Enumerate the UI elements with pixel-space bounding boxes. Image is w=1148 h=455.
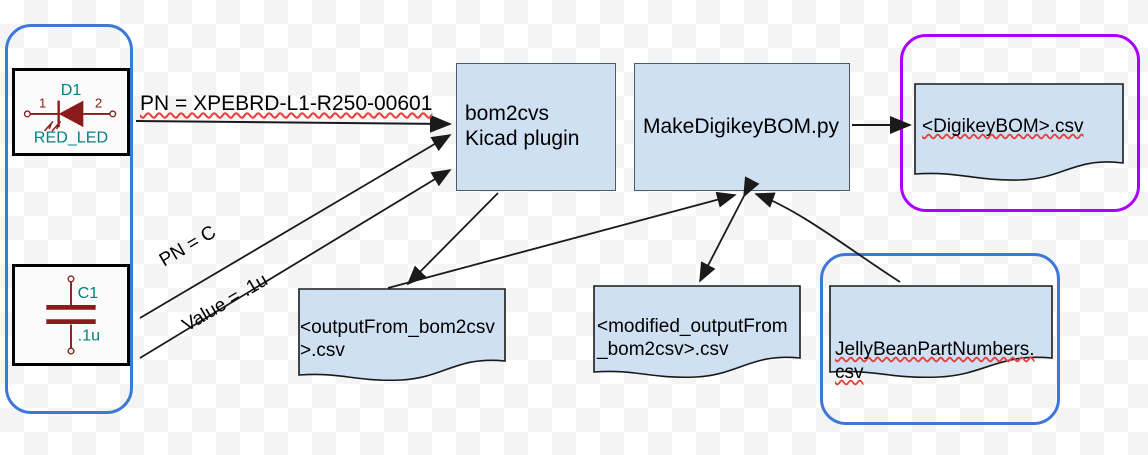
symbol-frame-c1[interactable]: C1 .1u bbox=[12, 264, 130, 366]
document-digikeybom[interactable]: <DigikeyBOM>.csv bbox=[914, 83, 1124, 181]
document-outputfrom-label: <outputFrom_bom2csv >.csv bbox=[300, 317, 495, 362]
edge-label-value-cap: Value = .1u bbox=[178, 269, 272, 337]
process-makedigikeybom-label: MakeDigikeyBOM.py bbox=[643, 114, 840, 138]
edge-d1-to-bom2cvs bbox=[135, 114, 452, 133]
process-bom2cvs-label: bom2cvs Kicad plugin bbox=[465, 102, 580, 150]
edge-makedigikeybom-modified bbox=[699, 176, 760, 283]
symbol-pin-2-d1: 2 bbox=[95, 95, 102, 110]
document-digikeybom-label: <DigikeyBOM>.csv bbox=[922, 116, 1084, 137]
document-shape-icon bbox=[914, 83, 1124, 181]
edge-label-pn-led: PN = XPEBRD-L1-R250-00601 bbox=[140, 92, 433, 115]
process-bom2cvs[interactable]: bom2cvs Kicad plugin bbox=[456, 63, 616, 191]
document-jellybean[interactable]: JellyBeanPartNumbers. csv bbox=[829, 285, 1053, 383]
symbol-value-c1: .1u bbox=[78, 327, 100, 345]
led-symbol-icon: D1 1 2 RED_LED bbox=[23, 81, 117, 146]
document-shape-icon bbox=[593, 285, 801, 379]
capacitor-symbol-icon: C1 .1u bbox=[46, 275, 100, 355]
symbol-reference-d1: D1 bbox=[61, 81, 82, 99]
document-shape-icon bbox=[829, 285, 1053, 379]
symbol-pin-1-d1: 1 bbox=[39, 95, 46, 110]
document-modified-label: <modified_outputFrom _bom2csv>.csv bbox=[597, 316, 788, 361]
document-outputfrom[interactable]: <outputFrom_bom2csv >.csv bbox=[298, 288, 506, 382]
symbol-value-d1: RED_LED bbox=[34, 128, 108, 146]
document-jellybean-label-text: JellyBeanPartNumbers. csv bbox=[835, 339, 1035, 384]
jellybean-input-group[interactable] bbox=[820, 253, 1060, 425]
edge-label-pn-cap: PN = C bbox=[155, 221, 220, 272]
edge-bom2cvs-to-outputfrom bbox=[406, 192, 499, 286]
process-makedigikeybom[interactable]: MakeDigikeyBOM.py bbox=[634, 63, 850, 191]
document-modified[interactable]: <modified_outputFrom _bom2csv>.csv bbox=[593, 285, 801, 379]
symbol-frame-d1[interactable]: D1 1 2 RED_LED bbox=[12, 68, 130, 156]
symbol-reference-c1: C1 bbox=[78, 284, 99, 302]
edge-outputfrom-to-makedigikeybom bbox=[387, 191, 737, 289]
schematic-symbols-group[interactable] bbox=[5, 24, 133, 414]
document-jellybean-label: JellyBeanPartNumbers. csv bbox=[835, 315, 1035, 385]
